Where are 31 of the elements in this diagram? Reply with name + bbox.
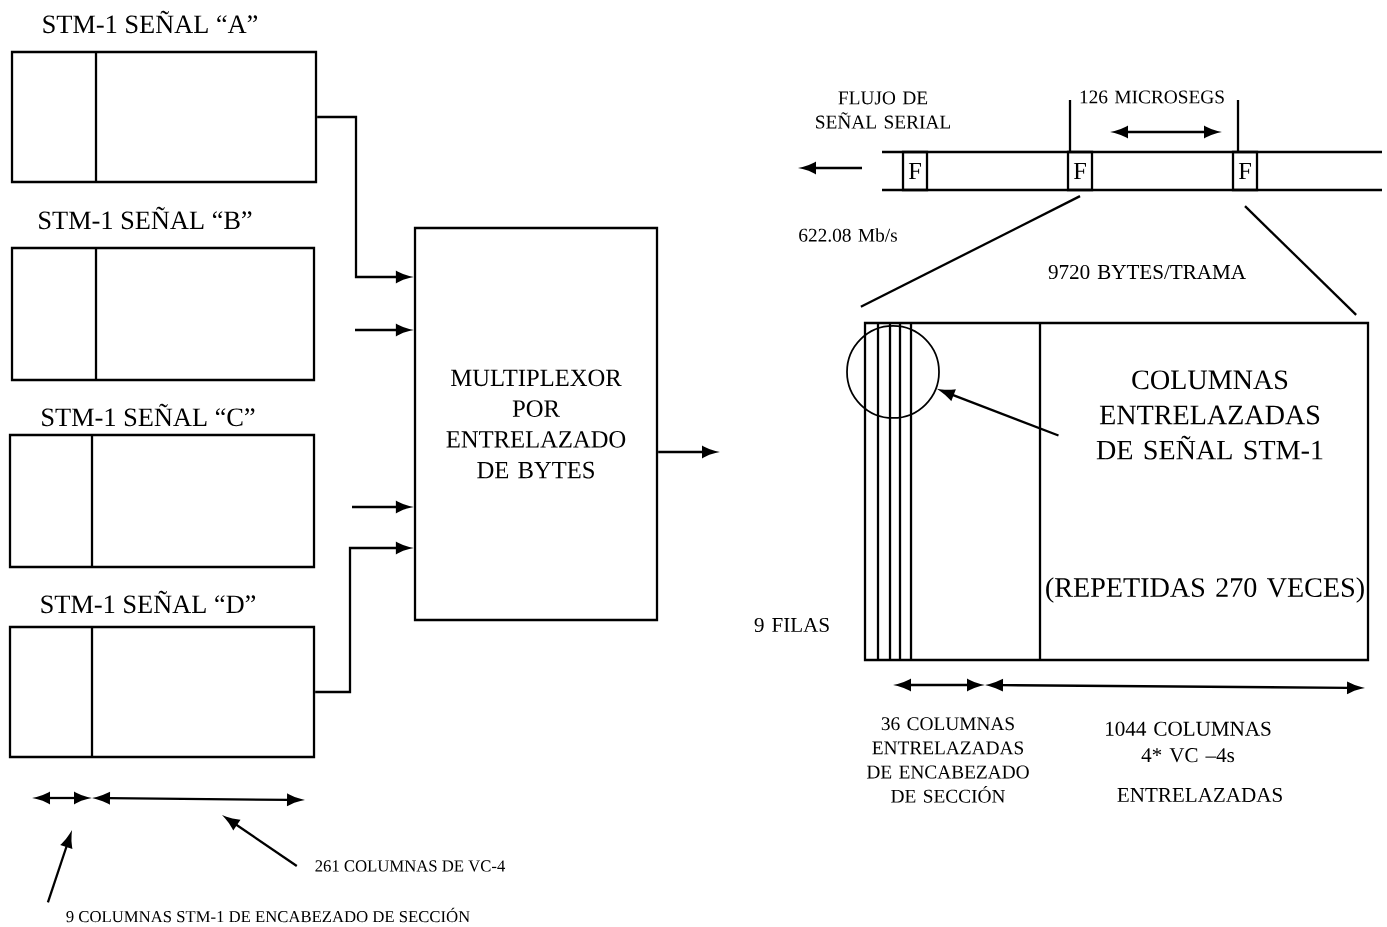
signal-heading: STM-1 SEÑAL “B” [39, 206, 252, 230]
label: 622.08 Mb/s [799, 228, 897, 242]
label: 1044 COLUMNAS 4* VC –4s [1106, 721, 1271, 763]
callout-text: 9 COLUMNAS STM-1 DE ENCABEZADO DE SECCIÓN [66, 907, 470, 923]
signal-heading: STM-1 SEÑAL “A” [43, 10, 258, 34]
frame-marker-box: F [1231, 150, 1259, 192]
leader-line [860, 195, 1081, 308]
multiplexer-box: MULTIPLEXOR POR ENTRELAZADO DE BYTES [413, 226, 659, 622]
arrow [315, 542, 411, 694]
arrow [658, 446, 717, 458]
label: 126 MICROSEGS [1080, 90, 1224, 104]
leader-arrow [224, 816, 298, 867]
arrow [355, 324, 411, 336]
arrow [352, 501, 411, 513]
label: 9 FILAS [754, 617, 829, 633]
frame-marker-box: F [901, 150, 929, 192]
callout-text: 261 COLUMNAS DE VC-4 [315, 860, 506, 872]
arrow [317, 115, 411, 283]
box-text: COLUMNAS ENTRELAZADAS DE SEÑAL STM-1 [1096, 370, 1323, 460]
signal-heading: STM-1 SEÑAL “C” [42, 403, 255, 427]
label: 36 COLUMNAS ENTRELAZADAS DE ENCABEZADO DE SECCIÓN [866, 717, 1029, 803]
leader-line [1244, 205, 1357, 316]
box-text: (REPETIDAS 270 VECES) [1046, 577, 1364, 603]
label: FLUJO DE SEÑAL SERIAL [816, 91, 950, 129]
leader-arrow [46, 833, 73, 903]
label: ENTRELAZADAS [1117, 787, 1282, 803]
frame-marker-box: F [1066, 150, 1094, 192]
highlight-circle [846, 325, 940, 419]
signal-heading: STM-1 SEÑAL “D” [41, 590, 256, 614]
label: 9720 BYTES/TRAMA [1048, 264, 1246, 280]
leader-arrow [940, 389, 1059, 437]
